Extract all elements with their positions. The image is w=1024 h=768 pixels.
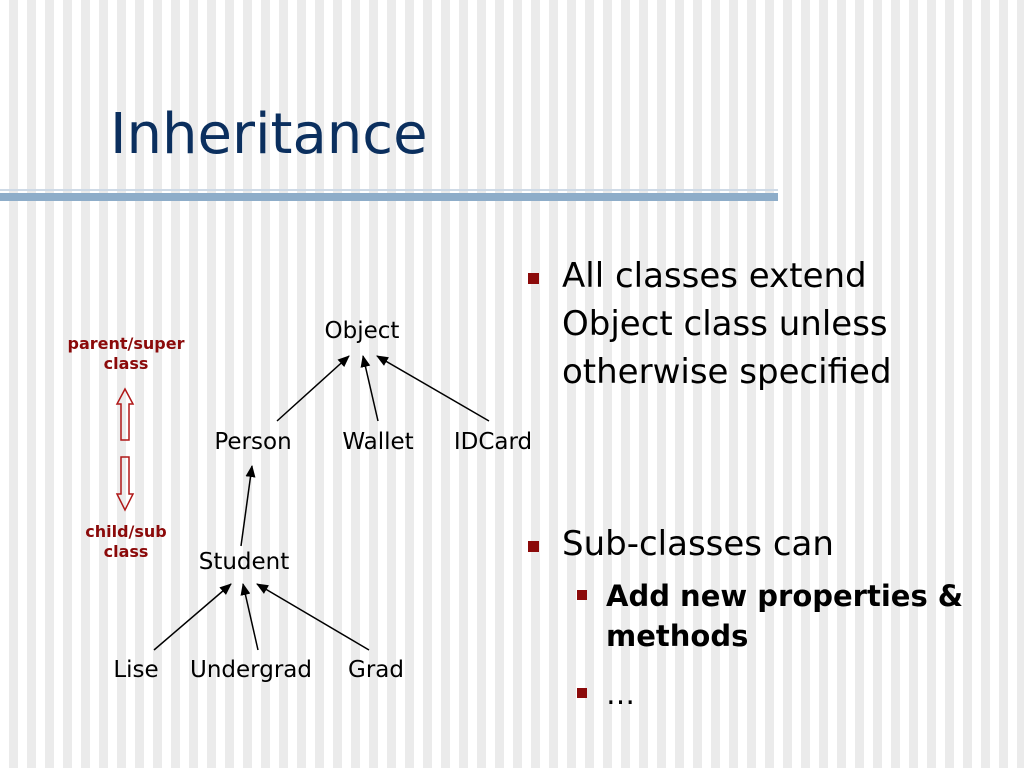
- bullet-square-icon: [528, 541, 539, 552]
- title-rule-thin: [0, 189, 778, 191]
- sub-bullet-item: Add new properties & methods: [577, 576, 1006, 656]
- slide-title: Inheritance: [110, 102, 428, 167]
- bullet-item: Sub-classes can Add new properties & met…: [522, 520, 1006, 714]
- up-arrow-icon: [115, 387, 135, 441]
- node-person: Person: [214, 429, 292, 455]
- node-student: Student: [198, 549, 290, 575]
- node-undergrad: Undergrad: [190, 657, 312, 683]
- edge-student-person: [240, 465, 256, 547]
- node-wallet: Wallet: [342, 429, 414, 455]
- bullet-text: All classes extend Object class unless o…: [562, 256, 892, 392]
- node-object: Object: [324, 318, 400, 344]
- child-class-label: child/sub class: [56, 522, 196, 562]
- child-class-label-line1: child/sub: [85, 522, 167, 541]
- down-arrow-icon: [115, 456, 135, 512]
- node-idcard: IDCard: [453, 429, 533, 455]
- sub-bullet-text: Add new properties & methods: [606, 579, 964, 653]
- parent-class-label-line2: class: [103, 354, 149, 373]
- bullet-item: All classes extend Object class unless o…: [522, 252, 982, 396]
- edge-lise-student: [153, 583, 232, 651]
- parent-class-label: parent/super class: [56, 334, 196, 374]
- edge-wallet-object: [360, 355, 379, 422]
- edge-undergrad-student: [240, 583, 259, 651]
- edge-idcard-object: [376, 355, 490, 422]
- sub-bullet-square-icon: [577, 590, 587, 600]
- edge-person-object: [276, 355, 350, 422]
- node-lise: Lise: [113, 657, 159, 683]
- bullet-text: Sub-classes can: [562, 524, 834, 564]
- sub-bullet-item: …: [577, 674, 1006, 714]
- node-grad: Grad: [348, 657, 404, 683]
- title-rule: [0, 193, 778, 201]
- parent-class-label-line1: parent/super: [67, 334, 185, 353]
- child-class-label-line2: class: [103, 542, 149, 561]
- sub-bullet-text: …: [606, 677, 635, 711]
- sub-bullet-square-icon: [577, 688, 587, 698]
- edge-grad-student: [256, 583, 370, 651]
- bullet-square-icon: [528, 273, 539, 284]
